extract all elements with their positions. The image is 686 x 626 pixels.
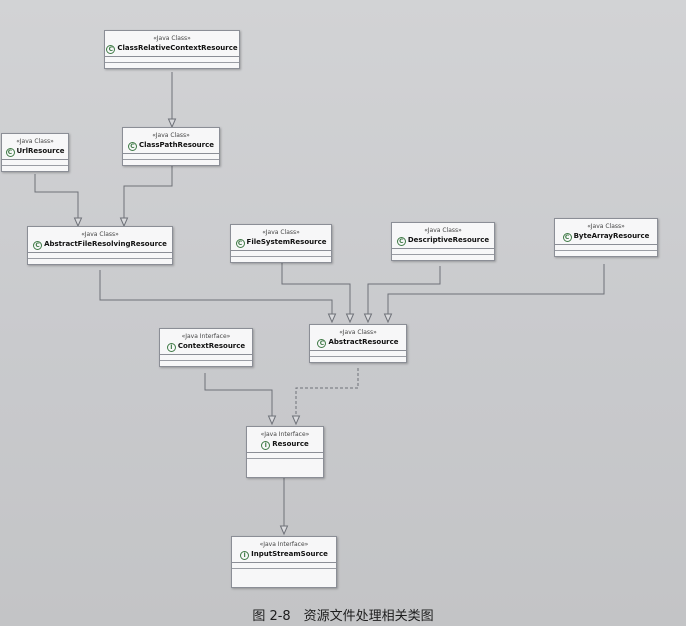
stereotype-label: «Java Class» xyxy=(16,138,54,145)
operation-compartment xyxy=(392,255,494,260)
operation-compartment xyxy=(123,160,219,165)
attribute-compartment xyxy=(105,57,239,63)
arrowhead xyxy=(267,415,277,426)
stereotype-label: «Java Class» xyxy=(153,35,191,42)
operation-compartment xyxy=(555,251,657,256)
arrowhead xyxy=(279,525,289,536)
attribute-compartment xyxy=(310,351,406,357)
class-icon: C xyxy=(562,233,572,242)
interface-icon: I xyxy=(166,343,176,352)
operation-compartment xyxy=(310,357,406,362)
stereotype-label: «Java Class» xyxy=(152,132,190,139)
attribute-compartment xyxy=(231,251,331,257)
attribute-compartment xyxy=(247,453,323,459)
attribute-compartment xyxy=(28,253,172,259)
arrowhead xyxy=(363,313,373,324)
operation-compartment xyxy=(2,166,68,171)
operation-compartment xyxy=(247,459,323,464)
class-icon: C xyxy=(235,239,245,248)
arrowhead xyxy=(383,313,393,324)
operation-compartment xyxy=(105,63,239,68)
edge-bytearray-to-abstractresource xyxy=(387,264,605,322)
operation-compartment xyxy=(231,257,331,262)
edge-url-to-abstractfile xyxy=(34,174,79,226)
attribute-compartment xyxy=(232,563,336,569)
arrowhead xyxy=(327,313,337,324)
operation-compartment xyxy=(28,259,172,264)
class-icon: C xyxy=(127,142,137,151)
attribute-compartment xyxy=(555,245,657,251)
class-icon: C xyxy=(33,241,43,250)
interface-icon: I xyxy=(261,441,271,450)
class-icon: C xyxy=(5,148,15,157)
operation-compartment xyxy=(160,361,252,366)
class-icon: C xyxy=(396,237,406,246)
edge-abstractresource-to-resource xyxy=(295,368,359,424)
interface-icon: I xyxy=(240,551,250,560)
operation-compartment xyxy=(232,569,336,574)
arrowhead xyxy=(345,313,355,324)
stereotype-label: «Java Interface» xyxy=(259,541,309,548)
edge-filesystem-to-abstractresource xyxy=(281,263,351,322)
class-icon: C xyxy=(317,339,327,348)
stereotype-label: «Java Class» xyxy=(339,329,377,336)
edge-abstractfile-to-abstractresource xyxy=(99,270,333,322)
arrowhead xyxy=(119,217,129,228)
attribute-compartment xyxy=(160,355,252,361)
arrowhead xyxy=(73,217,83,228)
attribute-compartment xyxy=(123,154,219,160)
edge-context-to-resource xyxy=(204,373,273,424)
arrowhead xyxy=(167,118,177,129)
stereotype-label: «Java Interface» xyxy=(181,333,231,340)
class-icon: C xyxy=(106,45,116,54)
stereotype-label: «Java Class» xyxy=(81,231,119,238)
figure-caption: 图 2-8 资源文件处理相关类图 xyxy=(252,609,434,624)
attribute-compartment xyxy=(2,160,68,166)
stereotype-label: «Java Class» xyxy=(587,223,625,230)
stereotype-label: «Java Class» xyxy=(262,229,300,236)
attribute-compartment xyxy=(392,249,494,255)
stereotype-label: «Java Class» xyxy=(424,227,462,234)
edge-classpath-to-abstractfile xyxy=(123,166,173,226)
stereotype-label: «Java Interface» xyxy=(260,431,310,438)
arrowhead xyxy=(291,415,301,426)
edge-descriptive-to-abstractresource xyxy=(367,266,441,322)
